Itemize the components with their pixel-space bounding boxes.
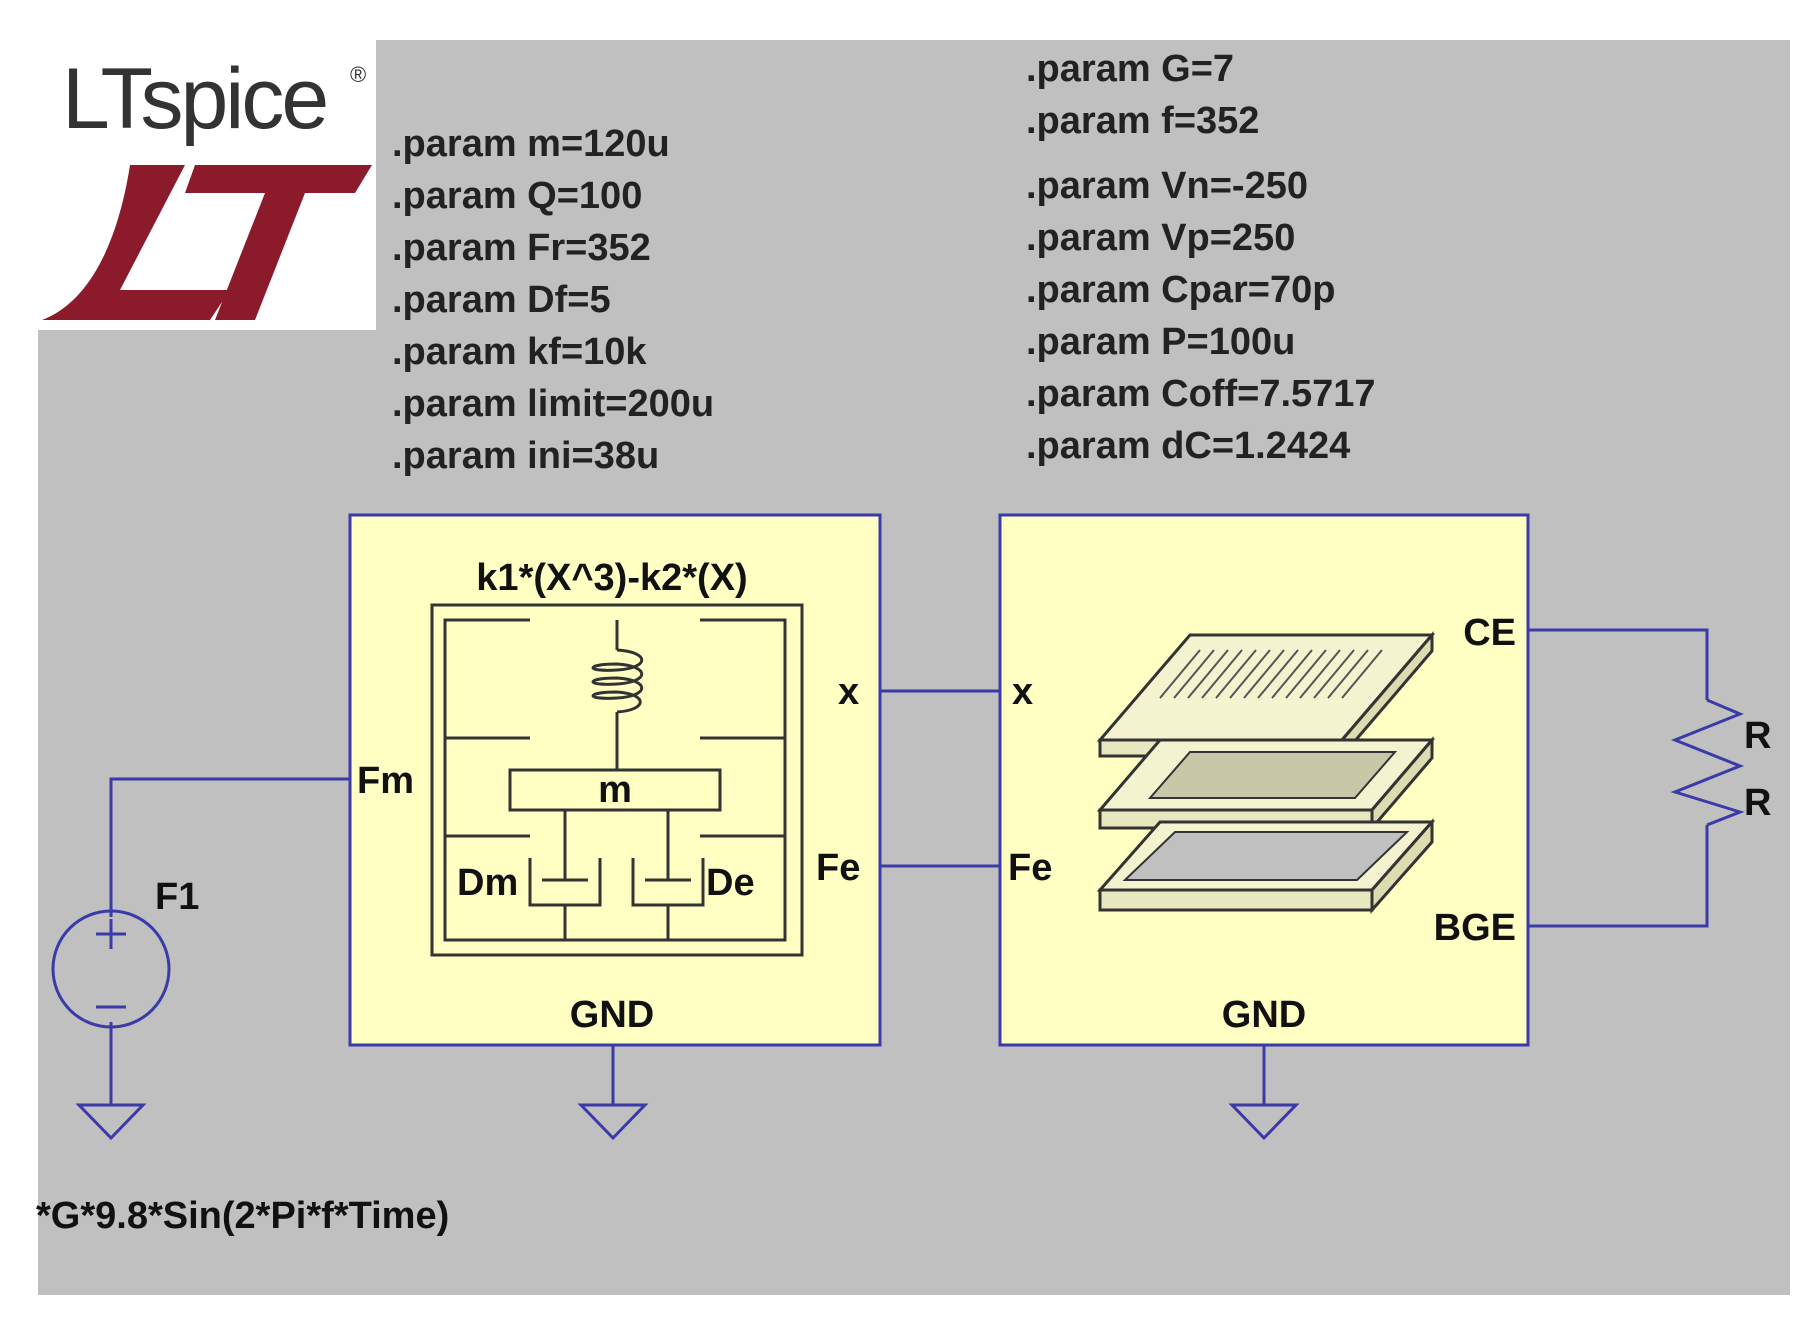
params-left: .param m=120u .param Q=100 .param Fr=352… (392, 123, 714, 477)
mass-block (508, 768, 722, 812)
mech-inner-frame (443, 618, 787, 942)
mech-outer-frame (430, 603, 804, 957)
wire-fm[interactable] (109, 777, 350, 917)
pin-fe-out: Fe (816, 847, 860, 889)
param-line: .param ini=38u (392, 435, 659, 477)
param-line: .param Cpar=70p (1026, 269, 1335, 311)
param-line: .param dC=1.2424 (1026, 425, 1350, 467)
param-line: .param P=100u (1026, 321, 1295, 363)
source-expression: *G*9.8*Sin(2*Pi*f*Time) (36, 1195, 449, 1237)
ground-icon (75, 1103, 147, 1141)
pin-ce: CE (1463, 612, 1516, 654)
source-name: F1 (155, 876, 199, 918)
pin-gnd-transducer: GND (1222, 994, 1306, 1036)
pin-bge: BGE (1434, 907, 1516, 949)
param-line: .param Df=5 (392, 279, 611, 321)
pin-gnd-mech: GND (570, 994, 654, 1036)
pin-x-out: x (838, 671, 859, 713)
voltage-source-icon (51, 909, 171, 1029)
mechanical-block-body (348, 513, 882, 1047)
param-line: .param kf=10k (392, 331, 647, 373)
param-line: .param Vp=250 (1026, 217, 1295, 259)
param-line: .param G=7 (1026, 48, 1234, 90)
pin-x-in: x (1012, 671, 1033, 713)
wire-bge[interactable] (1528, 825, 1709, 928)
resistor-r[interactable]: R R (1670, 698, 1771, 827)
param-line: .param Vn=-250 (1026, 165, 1308, 207)
resistor-value: R (1744, 782, 1771, 824)
logo-wordmark: LTspice (62, 51, 326, 147)
pin-fe-in: Fe (1008, 847, 1052, 889)
ground-icon (577, 1103, 649, 1141)
resistor-name: R (1744, 715, 1771, 757)
param-line: .param Coff=7.5717 (1026, 373, 1376, 415)
wires (109, 628, 1709, 1105)
ground-icon (1228, 1103, 1300, 1141)
param-line: .param limit=200u (392, 383, 714, 425)
resistor-icon (1670, 698, 1745, 827)
param-line: .param Q=100 (392, 175, 642, 217)
logo-lt-mark (42, 165, 372, 320)
spring-icon (591, 648, 644, 714)
wire-ce[interactable] (1528, 628, 1709, 700)
damper-left-label: Dm (457, 862, 518, 904)
param-line: .param f=352 (1026, 100, 1259, 142)
pin-fm: Fm (357, 760, 414, 802)
transducer-block[interactable]: x Fe CE BGE GND (998, 513, 1530, 1047)
param-line: .param m=120u (392, 123, 670, 165)
mass-label: m (598, 769, 632, 811)
voltage-source-f1[interactable]: F1 *G*9.8*Sin(2*Pi*f*Time) (36, 876, 449, 1237)
ltspice-logo: LTspice ® (38, 40, 376, 330)
comb-drive-icon (1096, 630, 1436, 914)
ground-symbols (75, 1103, 1300, 1141)
spring-expression: k1*(X^3)-k2*(X) (476, 557, 747, 599)
mechanical-block[interactable]: k1*(X^3)-k2*(X) m Dm De Fm x Fe GND (348, 513, 882, 1047)
logo-registered-mark: ® (350, 62, 366, 87)
param-line: .param Fr=352 (392, 227, 651, 269)
damper-right-label: De (706, 862, 755, 904)
params-right: .param G=7 .param f=352 .param Vn=-250 .… (1026, 48, 1376, 467)
